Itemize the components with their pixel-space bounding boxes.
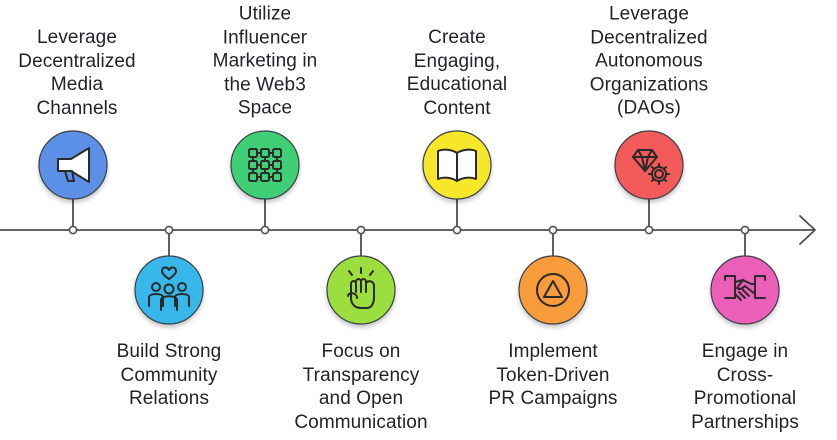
milestone-circle <box>518 255 588 325</box>
milestone-3 <box>230 130 300 235</box>
token-triangle-icon <box>536 273 570 307</box>
network-grid-icon <box>248 148 282 182</box>
milestone-label: Implement Token-Driven PR Campaigns <box>488 341 618 409</box>
timeline-marker <box>164 225 174 235</box>
milestone-label: Build Strong Community Relations <box>116 341 222 409</box>
timeline-marker <box>68 225 78 235</box>
milestone-1 <box>38 130 108 235</box>
gem-gear-icon <box>632 149 670 185</box>
milestone-label: Leverage Decentralized Media Channels <box>18 27 136 119</box>
timeline-marker <box>644 225 654 235</box>
raised-fist-icon <box>347 267 375 309</box>
timeline-marker <box>740 225 750 235</box>
milestone-8 <box>710 225 780 325</box>
community-icon <box>148 266 190 311</box>
milestone-label: Focus on Transparency and Open Communica… <box>294 341 428 433</box>
milestone-label: Utilize Influencer Marketing in the Web3… <box>212 3 318 119</box>
megaphone-icon <box>57 147 90 183</box>
timeline-arrowhead <box>799 215 816 245</box>
timeline-marker <box>356 225 366 235</box>
handshake-icon <box>724 275 766 301</box>
open-book-icon <box>437 148 477 182</box>
milestone-label: Leverage Decentralized Autonomous Organi… <box>589 3 709 119</box>
milestone-6 <box>518 225 588 325</box>
milestone-label: Engage in Cross-Promotional Partnerships <box>691 341 799 433</box>
milestone-circle <box>134 255 204 325</box>
milestone-label: Create Engaging, Educational Content <box>406 27 508 119</box>
timeline-marker <box>260 225 270 235</box>
milestone-7 <box>614 130 684 235</box>
timeline-marker <box>452 225 462 235</box>
milestone-5 <box>422 130 492 235</box>
timeline-marker <box>548 225 558 235</box>
milestone-4 <box>326 225 396 325</box>
milestone-2 <box>134 225 204 325</box>
milestone-layer <box>38 130 780 325</box>
milestone-circle <box>710 255 780 325</box>
